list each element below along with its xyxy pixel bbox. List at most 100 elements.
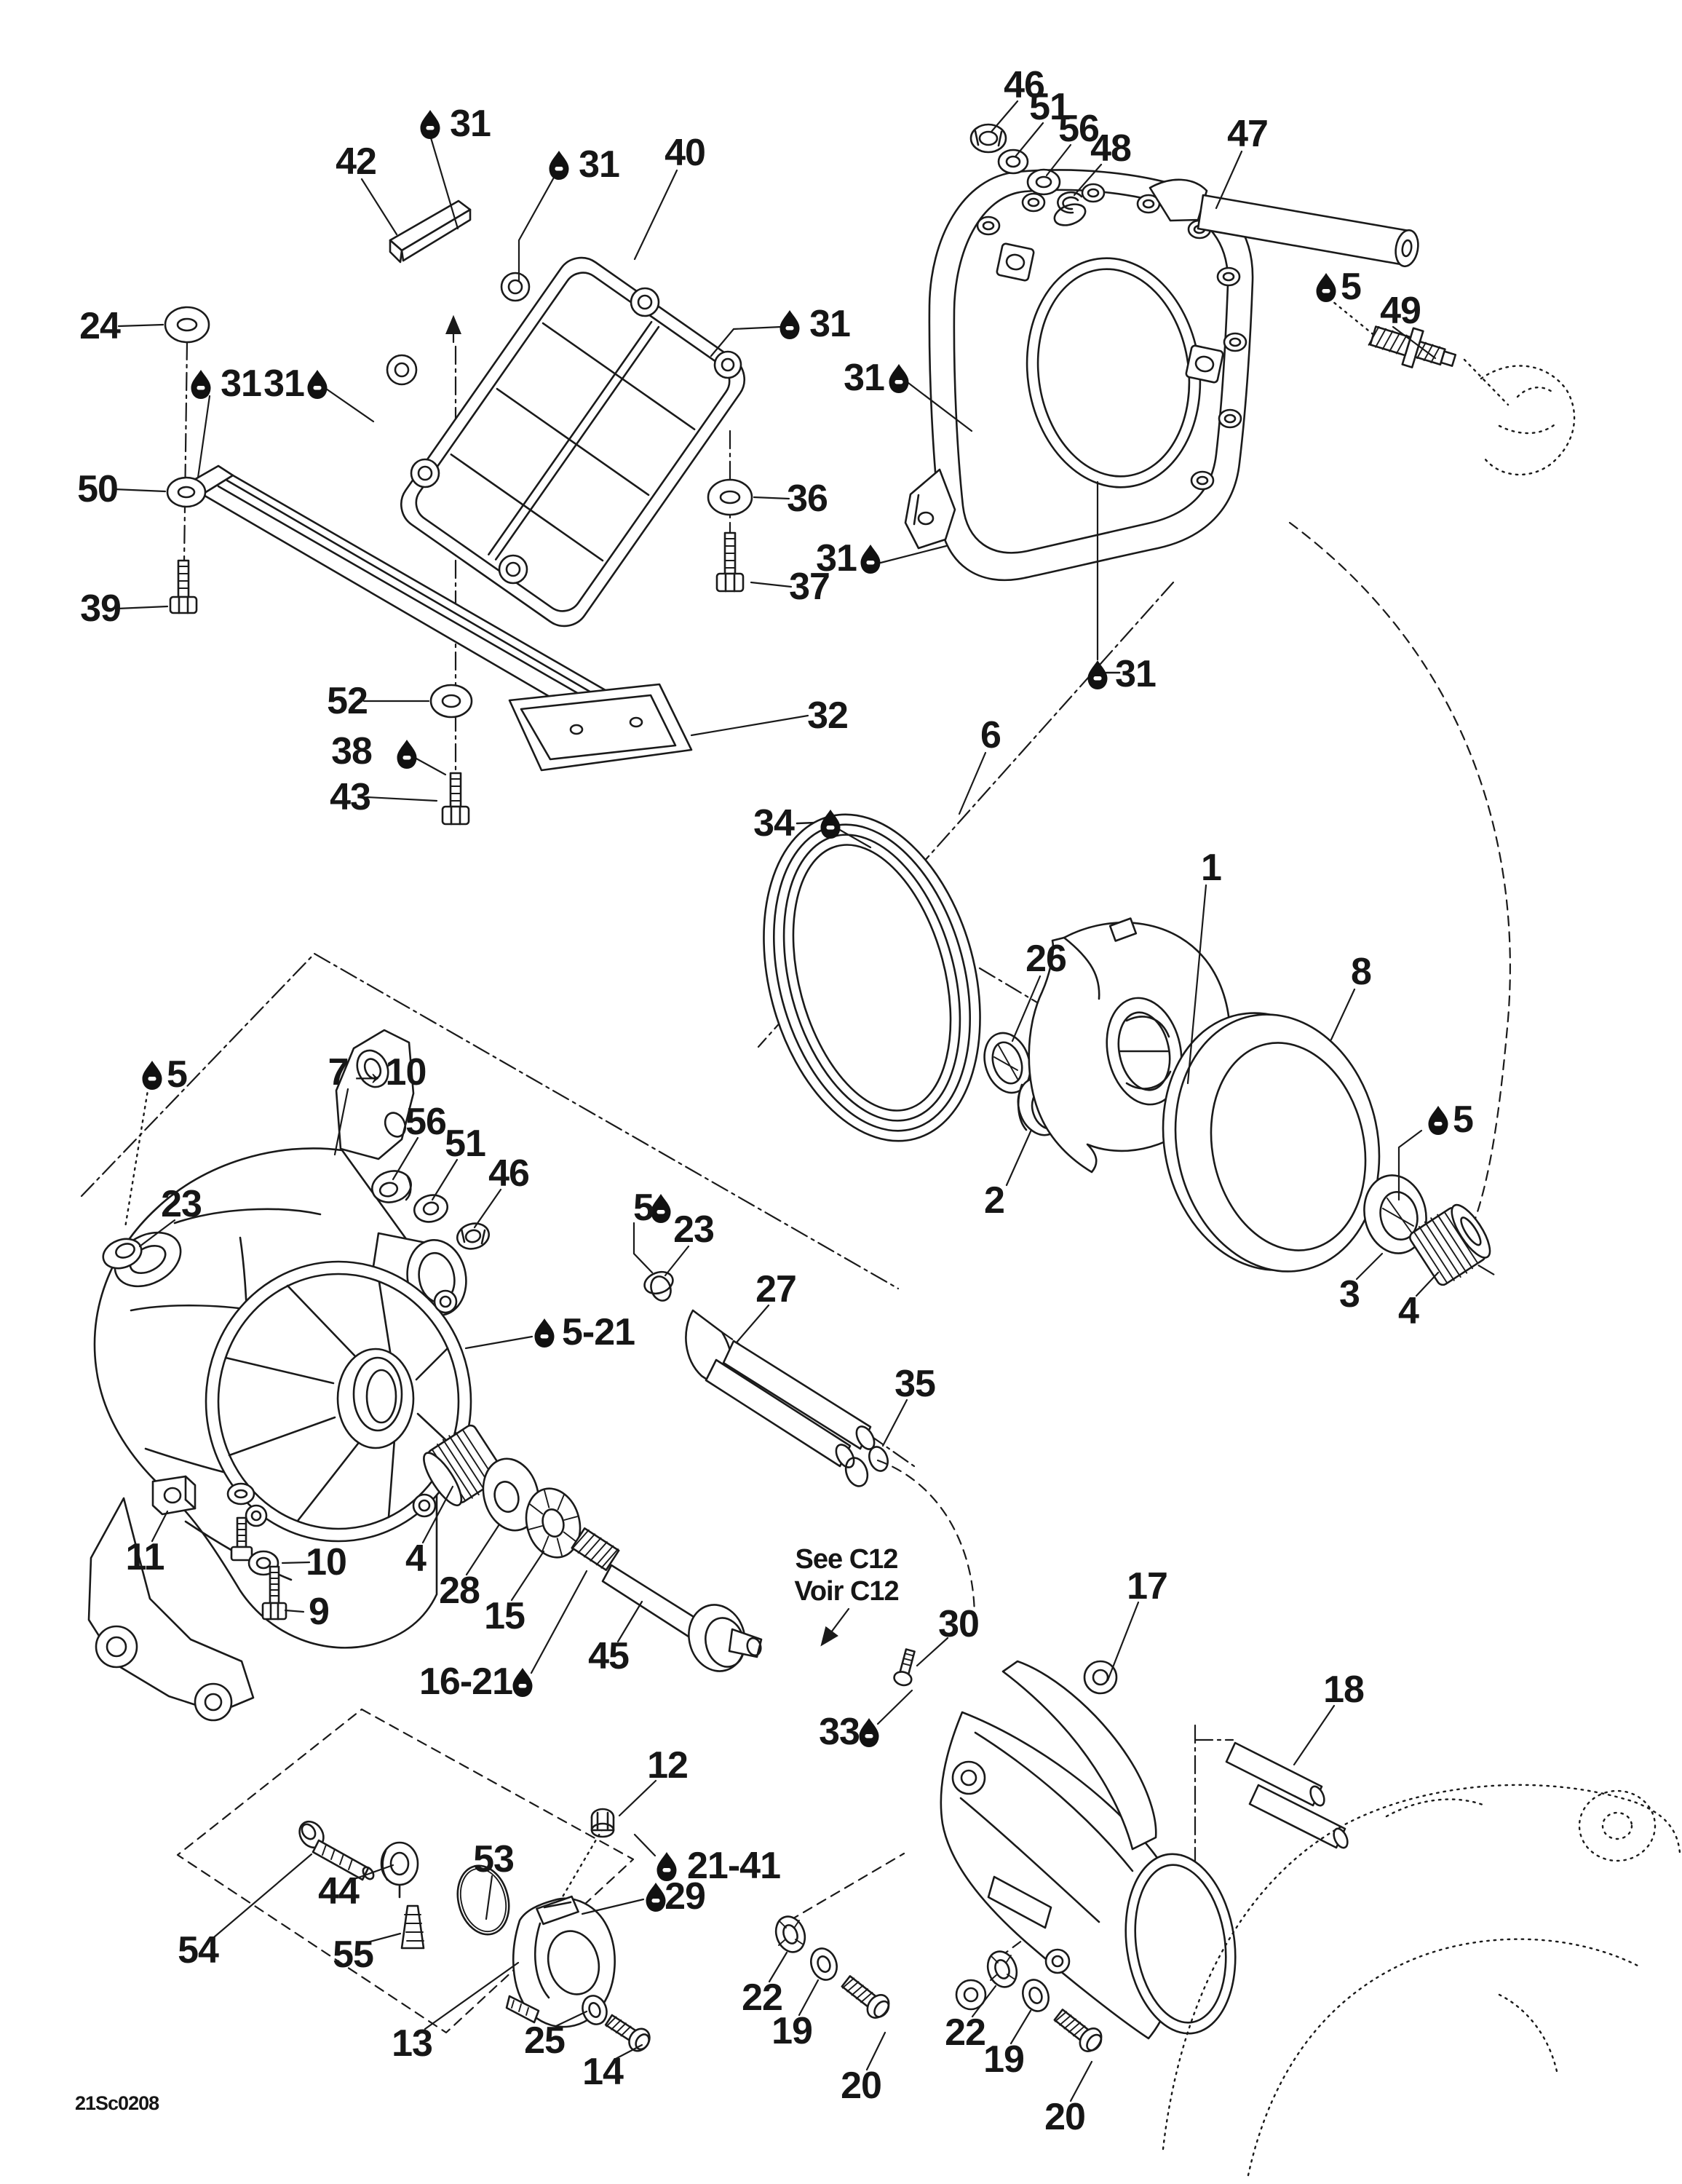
callout-50: 50	[77, 468, 167, 510]
wear-ring-8	[1162, 1012, 1381, 1273]
callout-39: 39	[80, 587, 169, 630]
callout-text: 21-41	[687, 1845, 780, 1887]
guide-line-5	[183, 341, 189, 563]
leader-line	[690, 714, 809, 737]
housing-top-fin	[335, 1029, 415, 1160]
see-c12-arrow	[820, 1607, 850, 1647]
leader-line	[117, 323, 164, 328]
guide-line-9	[176, 1708, 635, 2034]
callout-14: 14	[582, 2043, 643, 2093]
washer-56	[1026, 168, 1061, 196]
nozzle-assembly	[298, 1808, 651, 2052]
callout-35: 35	[881, 1363, 936, 1447]
callout-text: 12	[647, 1744, 688, 1787]
washer-56-mid	[371, 1170, 412, 1203]
callout-23: 23	[138, 1183, 202, 1248]
callout-text: 23	[161, 1183, 202, 1225]
venturi-17	[940, 1660, 1237, 2040]
leader-line	[360, 178, 398, 236]
callout-text: 2	[984, 1179, 1004, 1222]
callout-20: 20	[841, 2031, 886, 2107]
leader-line	[958, 751, 987, 815]
impeller-washer-15	[525, 1487, 582, 1559]
nut-12	[590, 1808, 615, 1838]
callout-7→10: 7→10	[328, 1051, 427, 1156]
callout-29: 29	[581, 1875, 706, 1918]
callout-text: 19	[771, 2010, 812, 2052]
leader-line	[431, 1158, 459, 1201]
callout-6: 6	[958, 714, 1001, 815]
callout-31: 31	[1087, 480, 1157, 695]
callout-31: 31	[191, 363, 262, 479]
leader-line	[971, 1985, 997, 2018]
leader-line	[632, 1222, 654, 1274]
callout-text: 51	[445, 1123, 485, 1165]
hex-boss	[1185, 344, 1224, 384]
callout-42: 42	[336, 141, 398, 236]
callout-21sc0208: 21Sc0208	[75, 2092, 160, 2114]
callout-text: 31	[844, 357, 884, 399]
callout-voir-c12: Voir C12	[794, 1576, 899, 1607]
callout-text: 48	[1090, 127, 1131, 170]
oil-drop-icon	[549, 151, 569, 180]
leader-line	[581, 1898, 645, 1915]
callout-text: 33	[819, 1711, 860, 1753]
callout-text: 37	[789, 566, 830, 608]
bearing-4	[1409, 1203, 1491, 1286]
pivot-cap-44	[380, 1841, 419, 1899]
callout-text: 56	[1058, 108, 1099, 150]
callout-36: 36	[753, 478, 828, 520]
callout-18: 18	[1293, 1669, 1365, 1766]
callout-5: 5	[632, 1187, 671, 1274]
callout-5: 5	[1316, 266, 1377, 338]
support-rail-32	[186, 464, 693, 772]
callout-text: 35	[894, 1363, 935, 1405]
callout-43: 43	[330, 776, 438, 818]
callout-38: 38	[331, 730, 447, 776]
leader-line	[664, 1245, 690, 1277]
leader-line	[1328, 297, 1377, 338]
oil-drop-icon	[397, 740, 417, 769]
callout-56: 56	[1045, 108, 1100, 177]
callout-27: 27	[735, 1268, 797, 1344]
callout-30: 30	[916, 1603, 980, 1667]
callout-text: 4	[1398, 1290, 1419, 1332]
ride-plate-assembly	[164, 199, 753, 826]
leader-line	[990, 100, 1019, 133]
callout-4: 4	[1398, 1271, 1440, 1332]
washer-51-mid	[413, 1194, 448, 1223]
callout-text: 31	[1115, 653, 1156, 695]
hex-boss	[996, 242, 1035, 282]
oil-drop-icon	[820, 810, 841, 839]
leader-line	[618, 1779, 657, 1817]
oil-drop-icon	[860, 545, 881, 574]
leader-line	[1293, 1704, 1336, 1766]
pump-support-47	[904, 169, 1254, 582]
callout-5: 5	[124, 1053, 188, 1229]
callout-23: 23	[664, 1208, 715, 1277]
callout-text: 31	[809, 303, 850, 345]
callout-text: 43	[330, 776, 370, 818]
oil-drop-icon	[420, 110, 440, 139]
washer-50	[166, 476, 207, 508]
callout-34: 34	[753, 802, 872, 849]
callout-text: 40	[665, 132, 705, 174]
callout-text: 8	[1351, 951, 1371, 993]
callout-text: 20	[841, 2065, 881, 2107]
callout-see-c12: See C12	[796, 1544, 899, 1575]
bolt-43	[441, 772, 470, 826]
pivot-bolt-54	[298, 1820, 375, 1881]
leader-line	[916, 1637, 949, 1667]
bolt-14	[604, 2014, 651, 2052]
water-tube-27	[685, 1309, 876, 1468]
callout-text: 3	[1339, 1273, 1360, 1315]
oil-drop-icon	[1428, 1106, 1448, 1135]
callout-54: 54	[178, 1853, 313, 1971]
callout-text: 32	[807, 695, 848, 737]
callout-text: 5	[167, 1053, 187, 1096]
leader-line	[429, 134, 459, 230]
callout-19: 19	[983, 2009, 1032, 2081]
callout-47: 47	[1215, 113, 1269, 210]
ghost-hull-outline	[1162, 1784, 1681, 2177]
